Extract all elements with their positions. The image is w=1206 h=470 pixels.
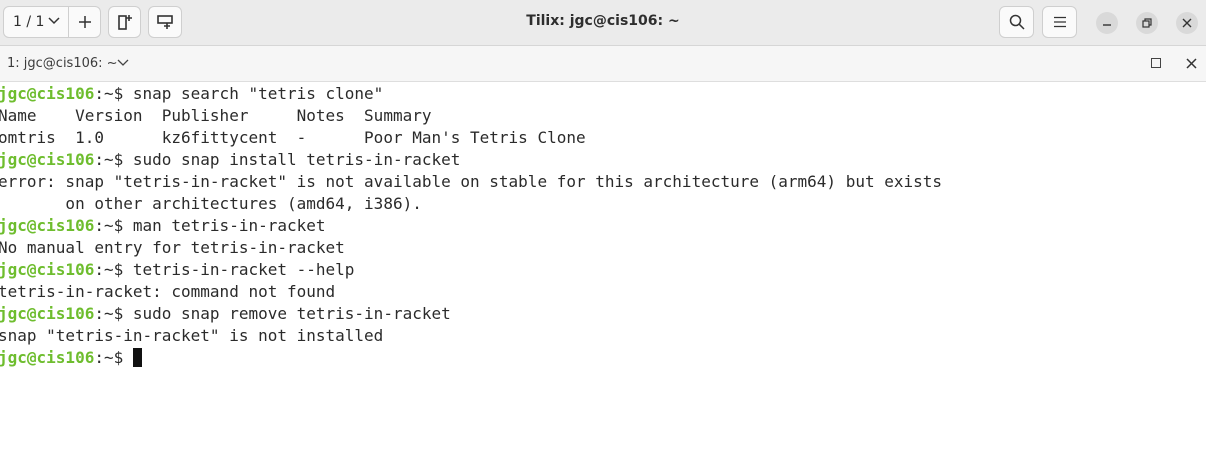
prompt-user: jgc@cis106 (0, 84, 95, 103)
terminal-line: jgc@cis106:~$ sudo snap install tetris-i… (0, 149, 460, 171)
add-terminal-down-button[interactable] (148, 6, 182, 38)
search-button[interactable] (999, 6, 1034, 38)
terminal-cursor (132, 348, 142, 367)
prompt-user: jgc@cis106 (0, 348, 95, 367)
plus-icon (78, 16, 91, 28)
prompt-path: :~$ (94, 84, 133, 103)
prompt-path: :~$ (94, 348, 133, 367)
add-terminal-down-icon (157, 15, 173, 29)
add-terminal-right-button[interactable] (108, 6, 141, 38)
chevron-down-icon (48, 17, 60, 25)
menu-button[interactable] (1042, 6, 1077, 38)
terminal-tab-title[interactable]: 1: jgc@cis106: ~ (7, 56, 118, 71)
add-terminal-right-icon (117, 15, 132, 30)
command-text: sudo snap install tetris-in-racket (132, 150, 461, 169)
close-icon (1182, 18, 1192, 28)
hamburger-menu-icon (1053, 16, 1066, 28)
chevron-down-icon[interactable] (117, 59, 129, 67)
terminal-line: error: snap "tetris-in-racket" is not av… (0, 172, 943, 191)
window-title: Tilix: jgc@cis106: ~ (526, 13, 680, 29)
terminal-line: Name Version Publisher Notes Summary (0, 106, 432, 125)
command-text: tetris-in-racket --help (132, 260, 355, 279)
minimize-button[interactable] (1096, 12, 1118, 34)
terminal-tab-bar: 1: jgc@cis106: ~ (0, 46, 1206, 82)
prompt-user: jgc@cis106 (0, 150, 95, 169)
command-text: snap search "tetris clone" (132, 84, 384, 103)
prompt-user: jgc@cis106 (0, 260, 95, 279)
maximize-icon (1142, 18, 1152, 28)
terminal-line: jgc@cis106:~$ (0, 347, 142, 369)
terminal-line: jgc@cis106:~$ man tetris-in-racket (0, 215, 326, 237)
terminal-line: No manual entry for tetris-in-racket (0, 238, 345, 257)
terminal-line: tetris-in-racket: command not found (0, 282, 336, 301)
terminal-line: jgc@cis106:~$ tetris-in-racket --help (0, 259, 354, 281)
terminal-line: jgc@cis106:~$ snap search "tetris clone" (0, 83, 383, 105)
prompt-path: :~$ (94, 260, 133, 279)
close-button[interactable] (1176, 12, 1198, 34)
maximize-button[interactable] (1136, 12, 1158, 34)
title-bar: 1 / 1 Tilix: jgc@cis106: ~ (0, 0, 1206, 46)
search-icon (1009, 14, 1025, 30)
prompt-user: jgc@cis106 (0, 216, 95, 235)
prompt-path: :~$ (94, 150, 133, 169)
command-text: sudo snap remove tetris-in-racket (132, 304, 451, 323)
session-label: 1 / 1 (13, 14, 45, 30)
new-session-button[interactable] (69, 6, 101, 38)
command-text: man tetris-in-racket (132, 216, 326, 235)
terminal-line: on other architectures (amd64, i386). (0, 194, 422, 213)
terminal-line: snap "tetris-in-racket" is not installed (0, 326, 384, 345)
prompt-path: :~$ (94, 216, 133, 235)
close-terminal-icon[interactable] (1186, 58, 1197, 69)
minimize-icon (1103, 24, 1111, 26)
terminal-line: omtris 1.0 kz6fittycent - Poor Man's Tet… (0, 128, 586, 147)
prompt-path: :~$ (94, 304, 133, 323)
session-switcher[interactable]: 1 / 1 (3, 6, 69, 38)
terminal-line: jgc@cis106:~$ sudo snap remove tetris-in… (0, 303, 451, 325)
maximize-terminal-icon[interactable] (1151, 58, 1161, 68)
prompt-user: jgc@cis106 (0, 304, 95, 323)
terminal-output[interactable]: jgc@cis106:~$ snap search "tetris clone"… (0, 83, 1206, 470)
